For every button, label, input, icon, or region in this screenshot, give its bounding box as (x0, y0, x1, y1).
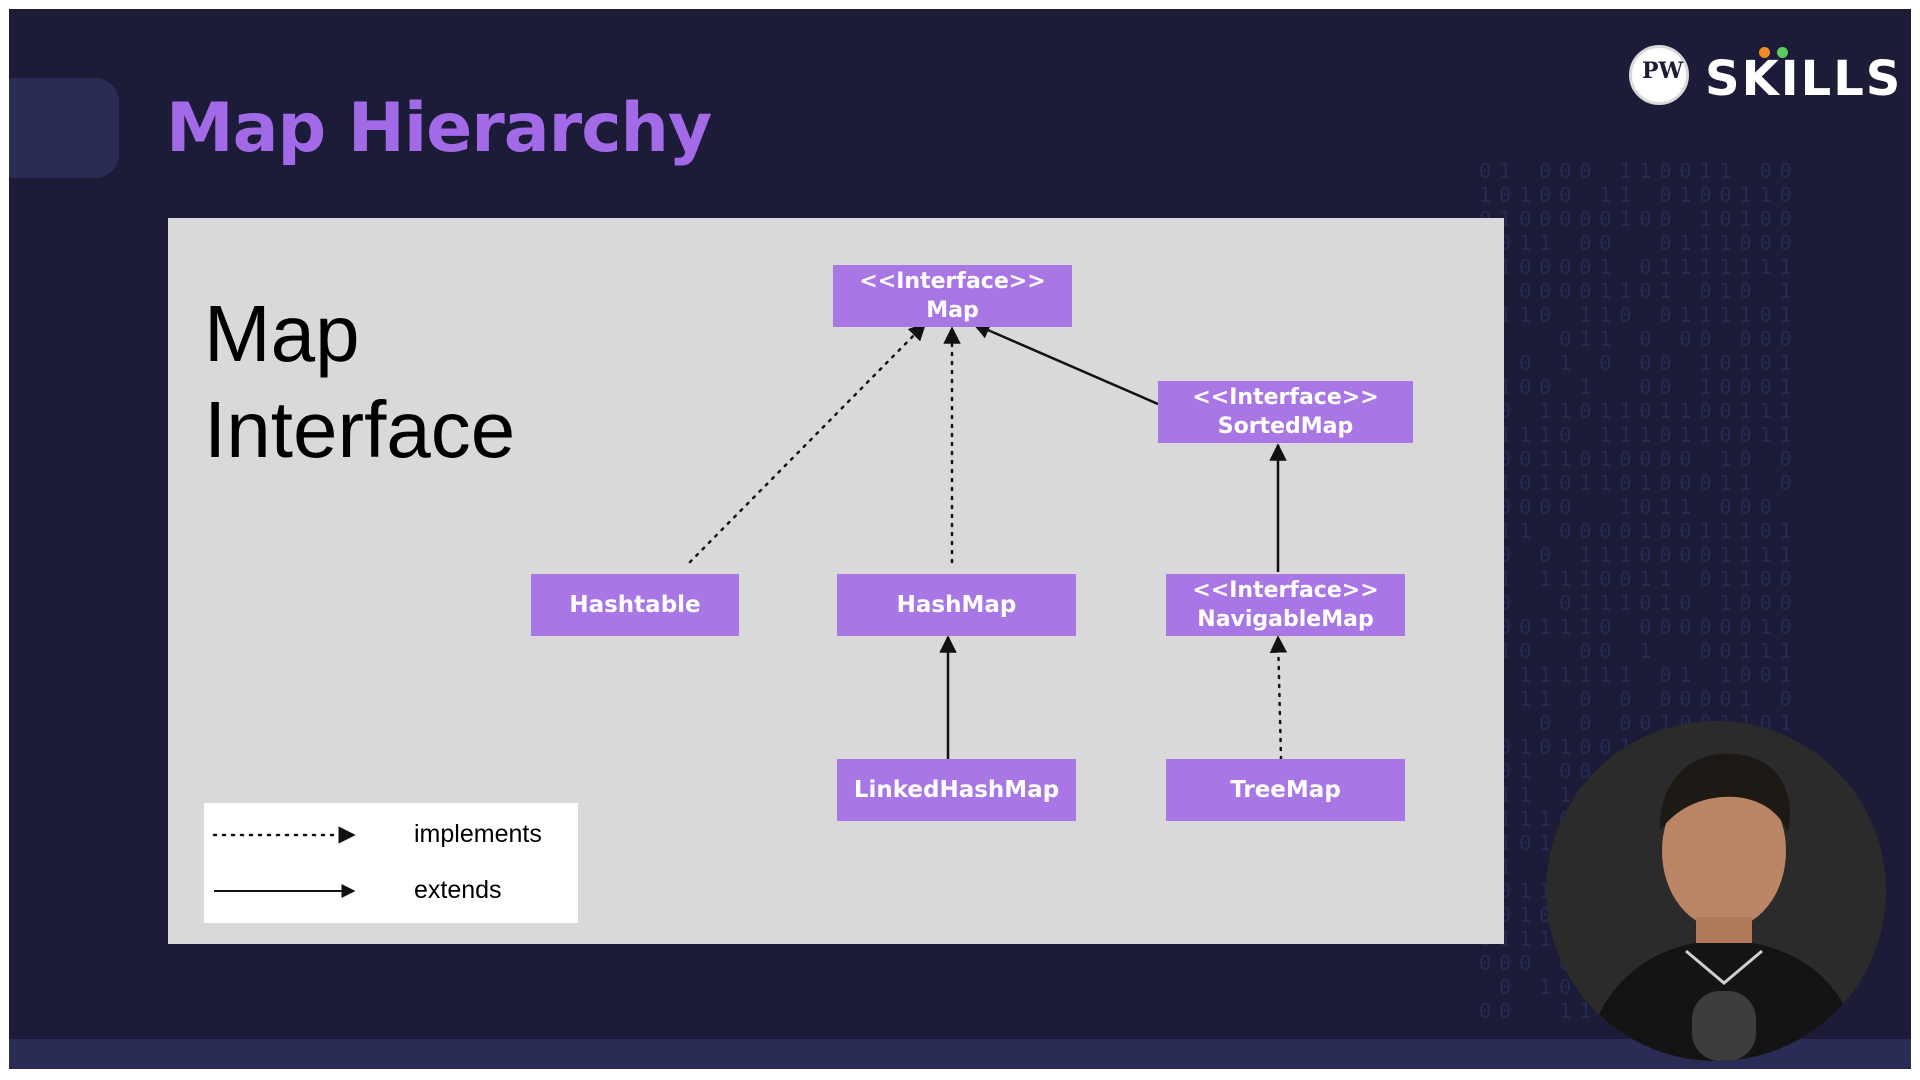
presenter-webcam (1546, 721, 1886, 1061)
node-sortedmap-stereotype: <<Interface>> (1192, 385, 1379, 410)
legend-symbols (212, 826, 356, 898)
node-sortedmap-name: SortedMap (1217, 414, 1354, 439)
node-sortedmap: <<Interface>> SortedMap (1158, 381, 1413, 443)
node-linkedhashmap: LinkedHashMap (837, 759, 1076, 821)
diagram-legend: implements extends (204, 803, 578, 923)
slide-title: Map Hierarchy (166, 89, 712, 168)
diagram-heading: Map Interface (204, 286, 515, 478)
node-hashtable-name: Hashtable (569, 592, 701, 618)
node-navigablemap: <<Interface>> NavigableMap (1166, 574, 1405, 636)
arrow-treemap-to-navigablemap (1269, 635, 1288, 761)
diagram-panel: Map Interface <<Interface>> Map <<Interf… (168, 218, 1504, 944)
diagram-heading-line2: Interface (204, 385, 516, 474)
node-map: <<Interface>> Map (833, 265, 1072, 327)
node-hashtable: Hashtable (531, 574, 739, 636)
pw-badge-text: PW (1642, 58, 1684, 84)
logo-dot-orange (1759, 47, 1770, 58)
node-map-name: Map (926, 298, 979, 323)
legend-extends-label: extends (414, 876, 502, 904)
node-linkedhashmap-name: LinkedHashMap (853, 777, 1060, 803)
node-map-stereotype: <<Interface>> (859, 269, 1046, 294)
node-treemap-name: TreeMap (1230, 777, 1341, 803)
diagram-heading-line1: Map (204, 289, 360, 378)
legend-implements-label: implements (414, 820, 542, 848)
arrow-hashtable-to-map (688, 322, 927, 564)
pw-skills-logo: PW SKILLS (1629, 37, 1903, 117)
relation-arrows (688, 322, 1288, 761)
node-hashmap-name: HashMap (896, 592, 1017, 618)
node-navigablemap-stereotype: <<Interface>> (1192, 578, 1379, 603)
bottom-bar (9, 1039, 1911, 1069)
node-treemap: TreeMap (1166, 759, 1405, 821)
left-accent-tab (9, 78, 119, 178)
pw-badge-icon: PW (1629, 45, 1689, 105)
presenter-avatar-icon (1546, 721, 1886, 1061)
arrow-sortedmap-to-map (972, 322, 1159, 406)
node-hashmap: HashMap (837, 574, 1076, 636)
logo-dot-green (1777, 47, 1788, 58)
node-navigablemap-name: NavigableMap (1197, 607, 1374, 632)
slide-frame: 01 000 110011 00 10100 11 0100110 010000… (9, 9, 1911, 1069)
logo-text: SKILLS (1705, 51, 1903, 107)
